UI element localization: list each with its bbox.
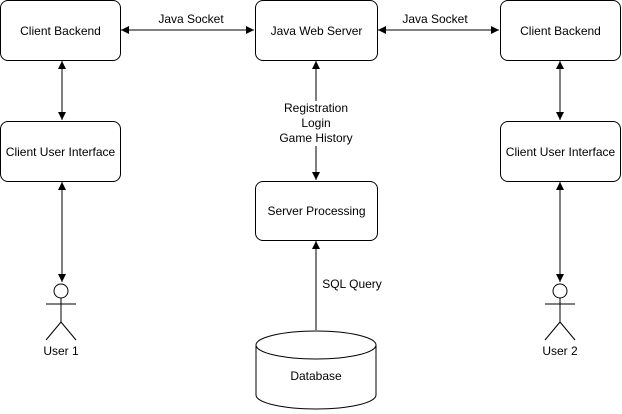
login-label: Login <box>301 116 331 130</box>
client-ui-left-node[interactable]: Client User Interface <box>0 121 121 182</box>
sql-query-label: SQL Query <box>322 277 382 291</box>
client-ui-right-node[interactable]: Client User Interface <box>500 121 621 182</box>
socket-right-label: Java Socket <box>394 12 476 27</box>
user1-label: User 1 <box>43 344 79 358</box>
user1-actor-icon <box>45 283 77 341</box>
database-label: Database <box>290 369 342 383</box>
java-web-server-node[interactable]: Java Web Server <box>255 0 378 61</box>
database-cylinder-icon <box>255 330 377 410</box>
server-processing-node[interactable]: Server Processing <box>255 181 378 241</box>
client-backend-left-node[interactable]: Client Backend <box>0 0 121 61</box>
server-calls-label: Registration Login Game History <box>266 101 366 146</box>
client-backend-right-node[interactable]: Client Backend <box>500 0 621 61</box>
user2-label: User 2 <box>542 344 578 358</box>
user2-actor-icon <box>544 283 576 341</box>
registration-label: Registration <box>283 101 349 115</box>
socket-left-label: Java Socket <box>150 12 232 27</box>
game-history-label: Game History <box>279 131 353 145</box>
